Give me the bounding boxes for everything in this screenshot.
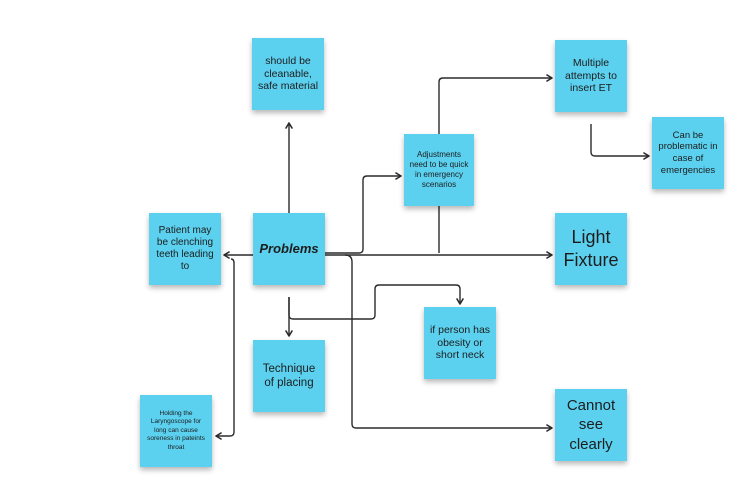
light-fixture-label: Light Fixture <box>563 226 619 270</box>
clenching-teeth-label: Patient may be clenching teeth leading t… <box>156 224 214 273</box>
adjustments-note[interactable]: Adjustments need to be quick in emergenc… <box>404 134 474 206</box>
emergencies-label: Can be problematic in case of emergencie… <box>658 129 718 176</box>
technique-note[interactable]: Technique of placing <box>253 340 325 412</box>
technique-label: Technique of placing <box>262 362 316 389</box>
connector-clenching-to-holding <box>215 258 235 440</box>
cannot-see-note[interactable]: Cannot see clearly <box>555 389 627 461</box>
connector-problems-to-adjustments <box>325 172 402 254</box>
problems-note[interactable]: Problems <box>253 213 325 285</box>
light-fixture-note[interactable]: Light Fixture <box>555 213 627 285</box>
problems-note-label: Problems <box>259 241 319 257</box>
multiple-attempts-label: Multiple attempts to insert ET <box>565 56 617 95</box>
cleanable-material-label: should be cleanable, safe material <box>257 54 319 93</box>
connector-multiple-to-emergencies <box>590 124 650 160</box>
cleanable-material-note[interactable]: should be cleanable, safe material <box>252 38 324 110</box>
holding-laryngoscope-note[interactable]: Holding the Laryngoscope for long can ca… <box>140 395 212 467</box>
obesity-note[interactable]: if person has obesity or short neck <box>424 307 496 379</box>
clenching-teeth-note[interactable]: Patient may be clenching teeth leading t… <box>149 213 221 285</box>
cannot-see-label: Cannot see clearly <box>566 396 616 453</box>
multiple-attempts-note[interactable]: Multiple attempts to insert ET <box>555 40 627 112</box>
holding-laryngoscope-label: Holding the Laryngoscope for long can ca… <box>147 409 205 451</box>
emergencies-note[interactable]: Can be problematic in case of emergencie… <box>652 117 724 189</box>
adjustments-label: Adjustments need to be quick in emergenc… <box>409 150 469 189</box>
obesity-label: if person has obesity or short neck <box>429 323 491 362</box>
